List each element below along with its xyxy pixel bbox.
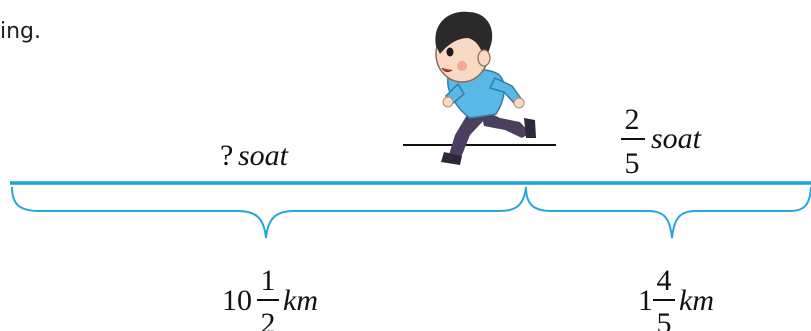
right-segment-brace xyxy=(526,187,811,238)
boy-cheek xyxy=(457,61,467,71)
right-distance-numerator: 4 xyxy=(657,264,672,297)
right-time-numerator: 2 xyxy=(625,103,640,136)
left-distance-whole: 10 xyxy=(222,284,252,317)
right-time-denominator: 5 xyxy=(625,147,640,180)
left-distance-unit: km xyxy=(283,284,318,317)
right-distance-denominator: 5 xyxy=(657,307,672,331)
left-distance-numerator: 1 xyxy=(261,264,276,297)
boy-ear xyxy=(478,50,490,66)
left-time-unit: soat xyxy=(238,139,289,172)
running-boy-illustration xyxy=(403,12,556,165)
boy-front-hand xyxy=(443,97,453,107)
left-distance-denominator: 2 xyxy=(261,307,276,331)
right-distance-unit: km xyxy=(679,284,714,317)
right-time-unit: soat xyxy=(651,122,702,155)
left-time-label: ? soat xyxy=(220,139,289,172)
left-distance-label: 10 1 2 km xyxy=(222,264,318,331)
boy-front-shoe xyxy=(524,118,536,138)
unknown-question-mark: ? xyxy=(220,139,233,172)
right-distance-label: 1 4 5 km xyxy=(638,264,714,331)
boy-back-leg xyxy=(448,110,486,160)
boy-eye xyxy=(447,48,454,57)
partial-caption: ing. xyxy=(0,19,41,44)
right-distance-whole: 1 xyxy=(638,284,653,317)
left-segment-brace xyxy=(12,187,526,238)
boy-back-hand xyxy=(514,98,524,108)
right-time-label: 2 5 soat xyxy=(621,103,702,180)
